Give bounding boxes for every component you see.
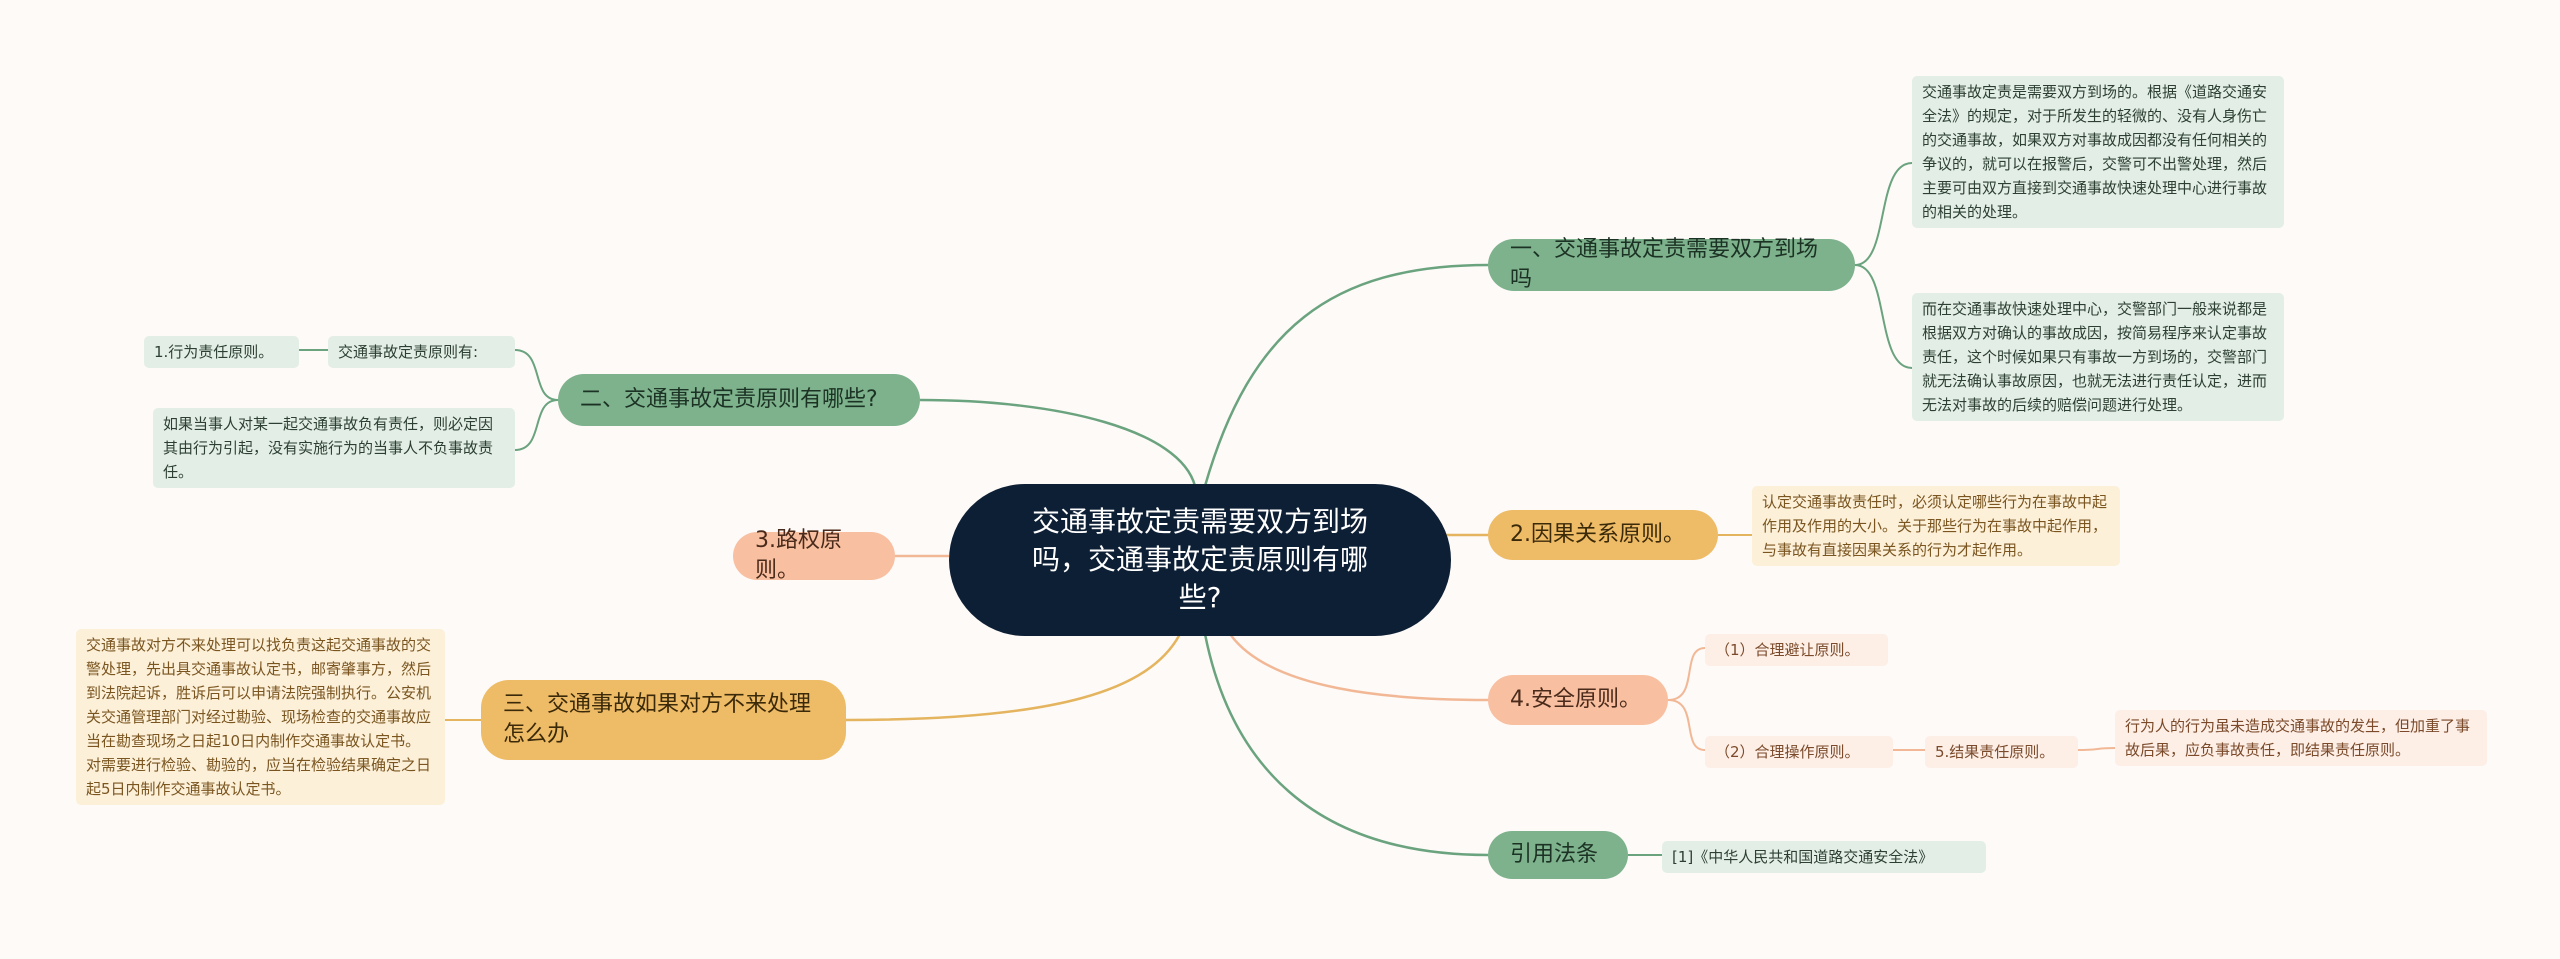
- note-b2-behavior-principle-text: 1.行为责任原则。: [154, 343, 274, 361]
- branch-b1-label: 一、交通事故定责需要双方到场吗: [1510, 237, 1819, 292]
- note-b3-procedure: 交通事故对方不来处理可以找负责这起交通事故的交警处理，先出具交通事故认定书，邮寄…: [76, 629, 445, 805]
- link-center-b3: [845, 633, 1182, 722]
- note-b2-principles: 交通事故定责原则有:: [328, 336, 515, 368]
- central-topic-label: 交通事故定责需要双方到场吗，交通事故定责原则有哪些?: [1031, 505, 1368, 614]
- link-safety-2: [1667, 699, 1706, 751]
- note-safety-avoidance: （1）合理避让原则。: [1705, 634, 1888, 666]
- note-result-principle-text: 5.结果责任原则。: [1935, 743, 2055, 761]
- link-center-b1: [1203, 263, 1489, 487]
- note-result-explanation-text: 行为人的行为虽未造成交通事故的发生，但加重了事故后果，应负事故责任，即结果责任原…: [2125, 717, 2471, 759]
- branch-right-of-way-label: 3.路权原则。: [755, 528, 842, 583]
- note-result-principle: 5.结果责任原则。: [1925, 736, 2078, 768]
- branch-safety[interactable]: 4.安全原则。: [1488, 675, 1668, 725]
- link-safety-1: [1667, 647, 1706, 701]
- branch-b1[interactable]: 一、交通事故定责需要双方到场吗: [1488, 237, 1855, 292]
- branch-citation-label: 引用法条: [1510, 842, 1599, 867]
- note-citation-law: [1]《中华人民共和国道路交通安全法》: [1662, 841, 1986, 873]
- link-b2-n2: [514, 399, 559, 451]
- note-causal: 认定交通事故责任时，必须认定哪些行为在事故中起作用及作用的大小。关于那些行为在事…: [1752, 486, 2120, 566]
- branch-safety-label: 4.安全原则。: [1510, 687, 1641, 712]
- link-center-b2: [919, 398, 1197, 487]
- branch-b2-label: 二、交通事故定责原则有哪些?: [580, 387, 878, 412]
- note-b2-behavior-principle: 1.行为责任原则。: [144, 336, 299, 368]
- note-causal-text: 认定交通事故责任时，必须认定哪些行为在事故中起作用及作用的大小。关于那些行为在事…: [1762, 493, 2108, 559]
- note-safety-avoidance-text: （1）合理避让原则。: [1715, 641, 1860, 659]
- note-b2-explanation-text: 如果当事人对某一起交通事故负有责任，则必定因其由行为引起，没有实施行为的当事人不…: [163, 415, 494, 481]
- note-b1-requirement-text: 交通事故定责是需要双方到场的。根据《道路交通安全法》的规定，对于所发生的轻微的、…: [1922, 83, 2268, 221]
- note-result-explanation: 行为人的行为虽未造成交通事故的发生，但加重了事故后果，应负事故责任，即结果责任原…: [2115, 710, 2487, 766]
- branch-causal-label: 2.因果关系原则。: [1510, 522, 1685, 547]
- branch-b2[interactable]: 二、交通事故定责原则有哪些?: [558, 374, 920, 426]
- branch-causal[interactable]: 2.因果关系原则。: [1488, 510, 1718, 560]
- note-b2-explanation: 如果当事人对某一起交通事故负有责任，则必定因其由行为引起，没有实施行为的当事人不…: [153, 408, 515, 488]
- note-b2-principles-text: 交通事故定责原则有:: [338, 343, 479, 361]
- note-safety-operation: （2）合理操作原则。: [1705, 736, 1893, 768]
- branch-b3[interactable]: 三、交通事故如果对方不来处理怎么办: [481, 680, 846, 760]
- note-b1-processing: 而在交通事故快速处理中心，交警部门一般来说都是根据双方对确认的事故成因，按简易程…: [1912, 293, 2284, 421]
- note-b3-procedure-text: 交通事故对方不来处理可以找负责这起交通事故的交警处理，先出具交通事故认定书，邮寄…: [86, 636, 432, 798]
- link-center-safety: [1228, 633, 1489, 702]
- note-b1-processing-text: 而在交通事故快速处理中心，交警部门一般来说都是根据双方对确认的事故成因，按简易程…: [1922, 300, 2268, 414]
- link-b1-n1: [1854, 162, 1913, 266]
- link-b1-n2: [1854, 264, 1913, 369]
- branch-right-of-way[interactable]: 3.路权原则。: [733, 528, 895, 583]
- link-center-citation: [1203, 633, 1489, 857]
- note-b1-requirement: 交通事故定责是需要双方到场的。根据《道路交通安全法》的规定，对于所发生的轻微的、…: [1912, 76, 2284, 228]
- central-topic[interactable]: 交通事故定责需要双方到场吗，交通事故定责原则有哪些?: [949, 484, 1451, 636]
- branch-citation[interactable]: 引用法条: [1488, 831, 1628, 879]
- link-safety5-n: [2077, 747, 2116, 751]
- note-safety-operation-text: （2）合理操作原则。: [1715, 743, 1860, 761]
- branch-b3-label: 三、交通事故如果对方不来处理怎么办: [503, 692, 812, 747]
- link-b2-sub: [514, 349, 559, 401]
- note-citation-law-text: [1]《中华人民共和国道路交通安全法》: [1672, 848, 1934, 866]
